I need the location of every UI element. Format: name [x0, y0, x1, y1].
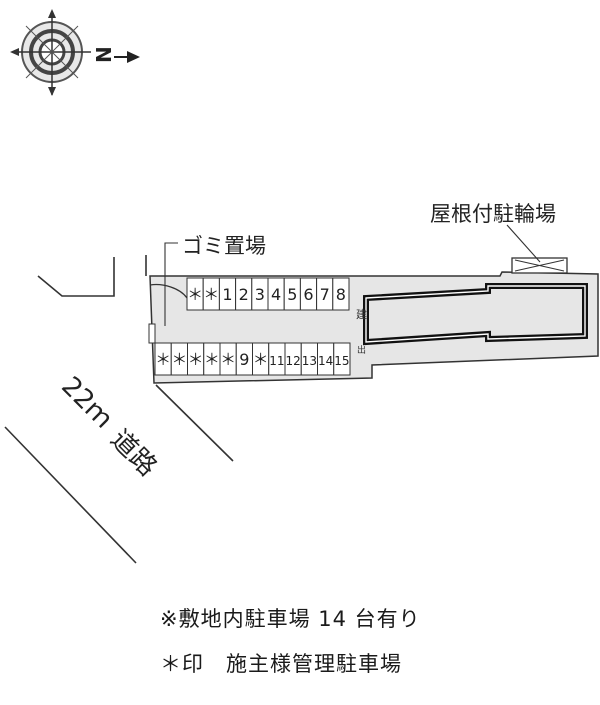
road-width-label: 22ｍ — [55, 371, 118, 434]
garbage-area — [148, 323, 156, 344]
bicycle-parking-label: 屋根付駐輪場 — [430, 202, 556, 226]
parking-space-label: ＊ — [203, 285, 219, 304]
parking-space-label: 15 — [334, 354, 349, 368]
road-label: 道路 — [104, 424, 162, 482]
parking-space-label: 5 — [287, 285, 297, 304]
owner-managed-note: ＊印 施主様管理駐車場 — [160, 652, 402, 676]
garbage-leader — [164, 242, 178, 326]
parking-space-label: 1 — [222, 285, 232, 304]
parking-space-label: 13 — [302, 354, 317, 368]
parking-space-label: 4 — [271, 285, 281, 304]
parking-space — [333, 342, 351, 376]
parking-space-label: 12 — [285, 354, 300, 368]
north-letter: N — [92, 46, 116, 63]
boundary-line — [37, 257, 115, 297]
parking-space-label: 7 — [320, 285, 330, 304]
parking-space — [332, 277, 350, 311]
road-line — [155, 384, 234, 462]
bicycle-parking-mark — [514, 259, 565, 272]
parking-space-label: ＊ — [155, 350, 171, 369]
parking-space-label: ＊ — [187, 285, 203, 304]
parking-space-label: ＊ — [171, 350, 187, 369]
compass-rose-icon — [10, 9, 91, 96]
north-arrow-icon — [114, 51, 140, 63]
parking-space-label: 8 — [336, 285, 346, 304]
parking-space-label: 2 — [239, 285, 249, 304]
parking-space-label: ＊ — [253, 350, 269, 369]
bicycle-parking-leader — [506, 224, 541, 263]
road-line — [4, 426, 137, 564]
parking-space-label: 9 — [239, 350, 249, 369]
garbage-area-outline — [149, 283, 188, 299]
parking-count-note: ※敷地内駐車場 14 台有り — [160, 607, 421, 631]
building-inner — [365, 285, 586, 343]
garbage-label: ゴミ置場 — [182, 234, 266, 258]
parking-space-label: ＊ — [204, 350, 220, 369]
building-tag: 建 — [356, 307, 367, 321]
parking-space-label: ＊ — [188, 350, 204, 369]
parking-space-label: 3 — [255, 285, 265, 304]
parking-space-label: 6 — [303, 285, 313, 304]
entrance-tag: 出 — [357, 344, 366, 356]
parking-space-label: ＊ — [220, 350, 236, 369]
parking-space-label: 11 — [269, 354, 284, 368]
parking-space-label: 14 — [318, 354, 333, 368]
